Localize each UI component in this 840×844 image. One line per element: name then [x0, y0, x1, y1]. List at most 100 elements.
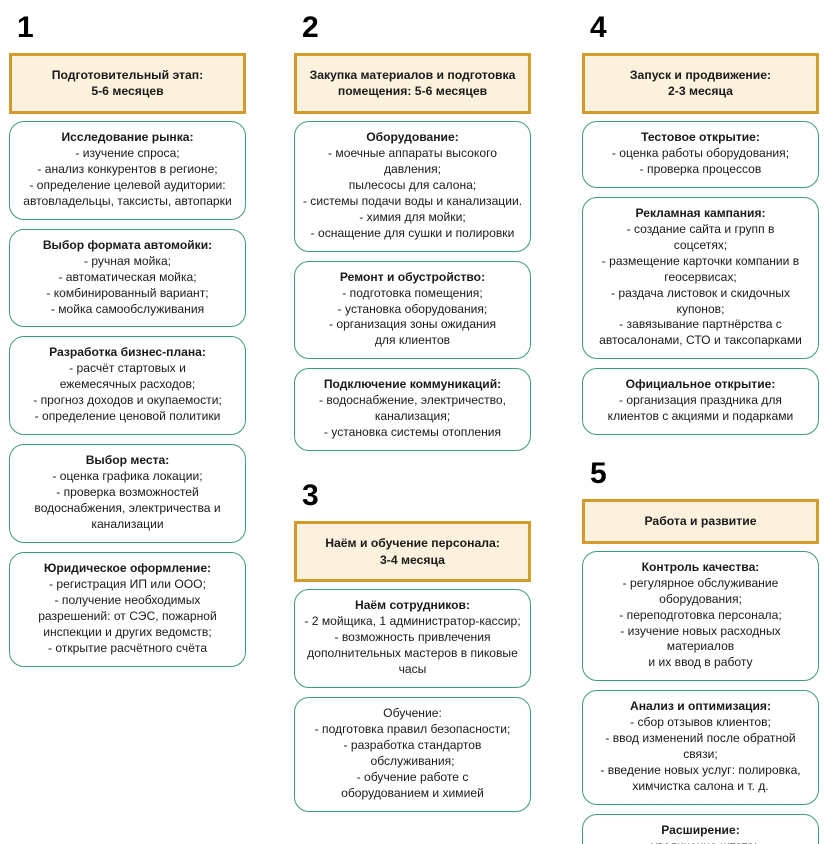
task-box-line: - подготовка правил безопасности;: [314, 721, 511, 736]
task-box-line: - обучение работе с: [356, 769, 469, 784]
task-box-line: клиентов с акциями и подарками: [607, 409, 794, 424]
task-box-line: соцсетях;: [673, 237, 728, 252]
stage-number-4: 4: [590, 11, 607, 44]
task-box-title: Наём сотрудников:: [354, 598, 471, 613]
task-box-title: Выбор места:: [85, 453, 170, 468]
task-box-line: автосалонами, СТО и таксопарками: [599, 333, 802, 348]
task-box-line: - оценка графика локации;: [52, 469, 203, 484]
task-box-title: Контроль качества:: [641, 559, 760, 574]
stage-header-line: Наём и обучение персонала:: [325, 536, 500, 551]
task-box-line: автовладельцы, таксисты, автопарки: [23, 193, 232, 208]
task-box-line: - раздача листовок и скидочных: [611, 285, 790, 300]
task-box-line: и их ввод в работу: [648, 655, 753, 670]
task-box-line: - организация зоны ожидания: [328, 317, 497, 332]
task-box: Разработка бизнес-плана:- расчёт стартов…: [9, 336, 246, 436]
task-box-line: - оснащение для сушки и полировки: [310, 225, 515, 240]
task-box-line: - открытие расчётного счёта: [47, 640, 208, 655]
task-box-line: пылесосы для салона;: [348, 177, 477, 192]
stage-header-line: Работа и развитие: [644, 514, 757, 529]
task-box-line: водоснабжения, электричества и: [34, 501, 221, 516]
task-box: Выбор формата автомойки:- ручная мойка;-…: [9, 228, 246, 328]
task-box-line: - организация праздника для: [619, 393, 782, 408]
stage-header-line: Подготовительный этап:: [51, 68, 204, 82]
task-box-title: Расширение:: [661, 823, 740, 838]
task-box-line: - анализ конкурентов в регионе;: [37, 161, 218, 176]
task-box-line: химчистка салона и т. д.: [632, 779, 769, 794]
stage-header-box-1: Подготовительный этап: 5-6 месяцев: [9, 53, 246, 114]
task-box-line: - подготовка помещения;: [342, 285, 483, 300]
task-box-line: - проверка процессов: [639, 161, 762, 176]
task-box-title: Обучение:: [383, 705, 442, 720]
task-box-line: - моечные аппараты высокого давления;: [328, 145, 497, 176]
task-box-line: для клиентов: [374, 333, 451, 348]
task-box: Обучение:- подготовка правил безопасност…: [294, 696, 531, 812]
task-box-line: дополнительных мастеров в пиковые: [307, 645, 518, 660]
stage-number-5: 5: [590, 457, 607, 491]
task-box-line: канализация;: [374, 409, 451, 424]
task-box: Рекламная кампания:- создание сайта и гр…: [582, 196, 819, 360]
task-box-line: - системы подачи воды и канализации.: [302, 193, 523, 208]
stage-number-3: 3: [302, 479, 319, 513]
task-box-line: - завязывание партнёрства с: [619, 317, 782, 332]
task-box-line: разрешений: от СЭС, пожарной: [38, 608, 217, 623]
stage-header-box-3: Наём и обучение персонала:3-4 месяца: [294, 521, 531, 583]
stage-number-1: 1: [17, 11, 34, 44]
task-box-line: геосервисах;: [664, 269, 737, 284]
task-box-title: Ремонт и обустройство:: [339, 269, 486, 284]
task-box-line: часы: [398, 661, 427, 676]
task-box: Оборудование:- моечные аппараты высокого…: [294, 120, 531, 252]
task-box-line: - получение необходимых: [54, 592, 201, 607]
stage-header-line: 5-6 месяцев: [91, 84, 164, 99]
stage-header-box-4: Запуск и продвижение: 2-3 месяца: [582, 53, 819, 114]
task-box-line: - переподготовка персонала;: [619, 607, 782, 622]
task-box-line: - оценка работы оборудования;: [611, 145, 790, 160]
stage-number-2: 2: [302, 11, 319, 44]
task-box-title: Подключение коммуникаций:: [323, 377, 502, 392]
task-box-line: - комбинированный вариант;: [46, 285, 209, 300]
task-box-line: оборудования;: [659, 591, 742, 606]
task-box-line: - разработка стандартов: [343, 737, 482, 752]
task-box-title: Исследование рынка:: [61, 129, 194, 144]
task-box-line: - 2 мойщика, 1 администратор-кассир;: [304, 614, 521, 629]
task-box-line: - размещение карточки компании в: [601, 253, 800, 268]
task-box: Наём сотрудников:- 2 мойщика, 1 админист…: [294, 589, 531, 688]
task-box: Расширение:- увеличение штата;- открытие…: [582, 814, 819, 844]
task-box: Контроль качества:- регулярное обслужива…: [582, 550, 819, 682]
task-box-title: Выбор формата автомойки:: [42, 237, 213, 252]
task-box-line: - ручная мойка;: [83, 253, 172, 268]
task-box-line: - регистрация ИП или ООО;: [49, 576, 206, 591]
task-box-line: - химия для мойки;: [359, 209, 466, 224]
task-box-line: - изучение новых расходных материалов: [620, 623, 781, 654]
task-box-line: купонов;: [676, 301, 725, 316]
task-box: Подключение коммуникаций:- водоснабжение…: [294, 368, 531, 452]
task-box: Официальное открытие:- организация празд…: [582, 368, 819, 436]
task-box-line: - водоснабжение, электричество,: [319, 393, 506, 408]
stage-header-line: Запуск и продвижение:: [629, 68, 772, 82]
stage-header-line: 2-3 месяца: [668, 84, 733, 99]
stage-header-line: Закупка материалов и подготовка: [309, 68, 516, 82]
task-box: Исследование рынка:- изучение спроса;- а…: [9, 120, 246, 220]
task-box-title: Рекламная кампания:: [635, 205, 766, 220]
task-box-line: - создание сайта и групп в: [626, 221, 775, 236]
task-box-line: - возможность привлечения: [334, 630, 491, 645]
task-box: Выбор места:- оценка графика локации;- п…: [9, 444, 246, 543]
task-box-line: - введение новых услуг: полировка,: [600, 763, 801, 778]
task-box-line: - определение целевой аудитории:: [29, 177, 226, 192]
task-box-line: - автоматическая мойка;: [58, 269, 197, 284]
stage-header-box-5: Работа и развитие: [582, 499, 819, 544]
task-box-line: обслуживания;: [370, 753, 455, 768]
task-box: Анализ и оптимизация:- сбор отзывов клие…: [582, 690, 819, 806]
task-box-title: Оборудование:: [366, 129, 459, 144]
stage-header-line: 3-4 месяца: [380, 552, 445, 567]
stage-header-line: помещения: 5-6 месяцев: [337, 84, 488, 99]
task-box-title: Официальное открытие:: [625, 377, 776, 392]
task-box-line: ежемесячных расходов;: [59, 377, 196, 392]
